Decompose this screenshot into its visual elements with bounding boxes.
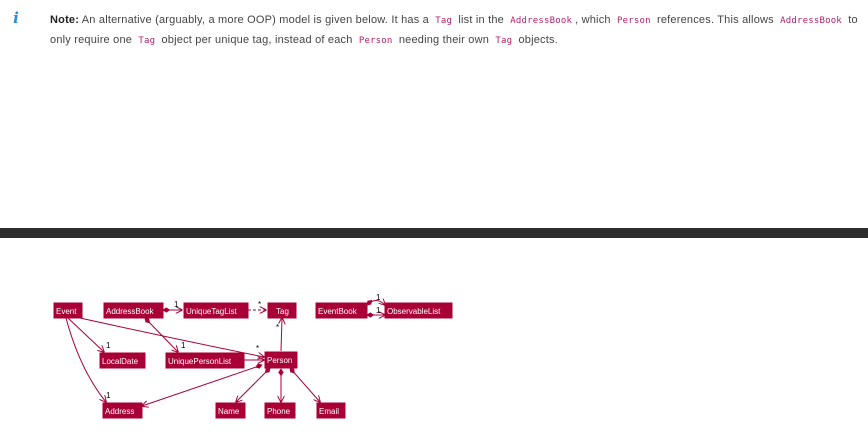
code-person: Person xyxy=(616,16,651,26)
note-fragment: objects. xyxy=(518,34,558,46)
note-text: Note: An alternative (arguably, a more O… xyxy=(50,11,858,51)
edge-person-email xyxy=(290,368,320,402)
svg-text:UniquePersonList: UniquePersonList xyxy=(168,357,232,366)
code-person: Person xyxy=(358,36,393,46)
mult-event-localdate: 1 xyxy=(106,341,111,350)
code-addressbook: AddressBook xyxy=(780,16,842,26)
note-fragment: references. This allows xyxy=(656,14,774,26)
svg-text:LocalDate: LocalDate xyxy=(102,357,139,366)
note-fragment: object per unique tag, instead of each xyxy=(161,34,353,46)
note-fragment: , which xyxy=(575,14,611,26)
code-tag: Tag xyxy=(495,36,513,46)
class-localdate: LocalDate xyxy=(99,352,146,369)
class-email: Email xyxy=(316,402,346,419)
code-addressbook: AddressBook xyxy=(510,16,573,26)
svg-text:AddressBook: AddressBook xyxy=(106,307,155,316)
class-address: Address xyxy=(102,402,143,419)
class-phone: Phone xyxy=(264,402,296,419)
svg-text:EventBook: EventBook xyxy=(318,307,358,316)
svg-text:ObservableList: ObservableList xyxy=(387,307,441,316)
mult-eventbook-observablelist-bottom: 1 xyxy=(376,306,381,315)
edge-eventbook-observablelist-top xyxy=(367,301,385,306)
class-tag: Tag xyxy=(267,302,297,319)
mult-eventbook-observablelist-top: 1 xyxy=(376,293,381,302)
edge-event-address xyxy=(65,317,106,402)
svg-text:Tag: Tag xyxy=(276,307,289,316)
mult-uniquepersonlist-person: * xyxy=(256,344,259,353)
edge-event-person xyxy=(79,317,264,357)
svg-text:Phone: Phone xyxy=(267,407,291,416)
code-tag: Tag xyxy=(138,36,156,46)
svg-text:Name: Name xyxy=(218,407,240,416)
note-label: Note: xyxy=(50,14,80,26)
class-uniquetaglist: UniqueTagList xyxy=(183,302,249,319)
mult-addressbook-uniquetaglist: 1 xyxy=(174,300,179,309)
mult-event-address: 1 xyxy=(106,391,111,400)
section-divider xyxy=(0,228,868,238)
svg-text:Email: Email xyxy=(319,407,339,416)
mult-addressbook-uniquepersonlist: 1 xyxy=(181,341,186,350)
svg-text:Address: Address xyxy=(105,407,134,416)
note-fragment: list in the xyxy=(458,14,504,26)
class-uniquepersonlist: UniquePersonList xyxy=(165,352,245,369)
edge-person-name xyxy=(236,368,270,402)
note-fragment: needing their own xyxy=(398,34,490,46)
info-icon: i xyxy=(13,9,19,27)
svg-text:UniqueTagList: UniqueTagList xyxy=(186,307,237,316)
svg-text:Person: Person xyxy=(267,356,292,365)
note-fragment: to only require one xyxy=(50,14,858,46)
class-addressbook: AddressBook xyxy=(103,302,164,319)
class-person: Person xyxy=(264,351,298,369)
note-callout: i Note: An alternative (arguably, a more… xyxy=(0,0,868,60)
edge-event-localdate xyxy=(67,317,104,352)
mult-uniquetaglist-tag: * xyxy=(258,300,261,309)
class-eventbook: EventBook xyxy=(315,302,368,319)
code-tag: Tag xyxy=(435,16,453,26)
edge-person-tag xyxy=(281,318,282,352)
class-event: Event xyxy=(53,302,83,319)
mult-person-tag: * xyxy=(276,323,279,332)
svg-text:Event: Event xyxy=(56,307,77,316)
class-diagram: 1 * 1 * * 1 1 1 1 Event AddressBook Uniq… xyxy=(53,293,453,419)
class-observablelist: ObservableList xyxy=(384,302,453,319)
class-name: Name xyxy=(215,402,246,419)
note-fragment: An alternative (arguably, a more OOP) mo… xyxy=(81,14,429,26)
edge-person-address xyxy=(142,365,262,406)
edge-addressbook-uniquepersonlist xyxy=(145,318,178,352)
